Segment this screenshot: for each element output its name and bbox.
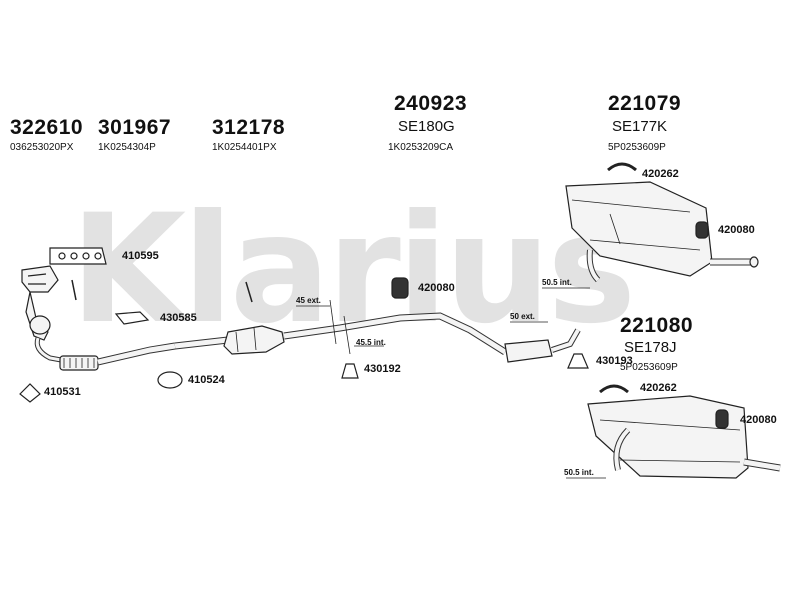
group-sub-322610: 036253020PX [10, 142, 74, 153]
gasket-430585 [114, 311, 150, 325]
group-sub-221080: 5P0253609P [620, 362, 678, 373]
group-sub-312178: 1K0254401PX [212, 142, 277, 153]
dim-50-5-int-upper: 50.5 int. [542, 278, 572, 287]
group-sub-301967: 1K0254304P [98, 142, 156, 153]
group-code-312178: 312178 [212, 116, 286, 139]
centre-silencer [504, 339, 553, 363]
part-420080-lower: 420080 [740, 414, 777, 426]
part-410524: 410524 [188, 374, 225, 386]
part-430585: 430585 [160, 312, 197, 324]
part-420262-lower: 420262 [640, 382, 677, 394]
brand-watermark: Klarius [70, 183, 636, 357]
group-code-322610: 322610 [10, 116, 84, 139]
group-code-221080: 221080 [620, 314, 694, 337]
rubber-420080-lower [715, 409, 729, 429]
gasket-410524 [157, 371, 183, 389]
rubber-420080-upper [695, 221, 709, 239]
dim-45-ext: 45 ext. [296, 296, 321, 305]
part-420080-mid: 420080 [418, 282, 455, 294]
dim-50-ext: 50 ext. [510, 312, 535, 321]
gasket-410595 [49, 247, 107, 265]
part-410595: 410595 [122, 250, 159, 262]
dim-45-5-int: 45.5 int. [356, 338, 386, 347]
clamp-430192 [341, 363, 359, 379]
rear-silencer-upper [565, 181, 713, 277]
group-sub-240923: 1K0253209CA [388, 142, 454, 153]
group-code-301967: 301967 [98, 116, 172, 139]
group-code-221079: 221079 [608, 92, 682, 115]
part-430192: 430192 [364, 363, 401, 375]
group-name-SE180G: SE180G [398, 118, 455, 135]
catalytic-converter [223, 325, 285, 355]
gasket-410531 [19, 383, 41, 403]
part-430193: 430193 [596, 355, 633, 367]
group-code-240923: 240923 [394, 92, 468, 115]
clamp-430193 [567, 353, 589, 369]
group-sub-221079: 5P0253609P [608, 142, 666, 153]
group-name-SE178J: SE178J [624, 339, 677, 356]
hanger-420262-lower [599, 384, 629, 394]
manifold-catalyst [29, 315, 51, 335]
rear-silencer-lower [587, 395, 749, 479]
dim-50-5-int-lower: 50.5 int. [564, 468, 594, 477]
group-name-SE177K: SE177K [612, 118, 668, 135]
hanger-420262-upper [607, 162, 637, 172]
rubber-420080-mid [391, 277, 409, 299]
part-420080-upper: 420080 [718, 224, 755, 236]
flex-pipe [59, 355, 99, 371]
part-410531: 410531 [44, 386, 81, 398]
part-420262-upper: 420262 [642, 168, 679, 180]
